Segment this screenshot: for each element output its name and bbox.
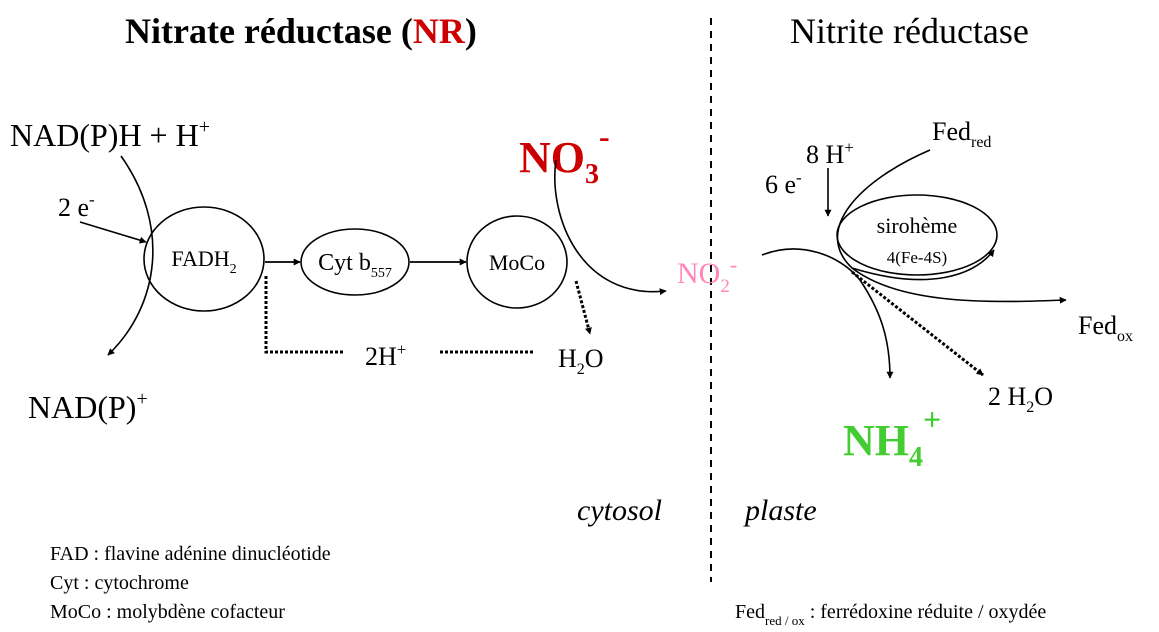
fed-oxidized-label: Fedox: [1078, 311, 1133, 345]
fadh2-label: FADH2: [171, 246, 236, 277]
cyt-b557-label: Cyt b557: [318, 250, 392, 281]
title-nitrite-reductase: Nitrite réductase: [790, 11, 1029, 51]
fed-reduced-label: Fedred: [932, 117, 991, 151]
nitrite-label: NO2-: [677, 252, 737, 297]
water-release-dotted-arrow: [851, 270, 984, 377]
nitrate-reduction-arrow: [554, 159, 667, 296]
cyt-b557-node: [300, 228, 410, 296]
nr-abbreviation: NR: [413, 11, 466, 51]
moco-to-water-dotted-arrow: [574, 280, 592, 335]
sirohem-label: sirohème: [877, 213, 958, 238]
moco-node: [466, 215, 568, 309]
nadph-label: NAD(P)H + H+: [10, 116, 210, 153]
legend-fad: FAD : flavine adénine dinucléotide: [50, 543, 331, 565]
title-nitrate-reductase: Nitrate réductase (NR): [125, 11, 477, 51]
two-electrons-label: 2 e-: [58, 190, 95, 222]
legend-moco: MoCo : molybdène cofacteur: [50, 601, 285, 623]
two-electrons-arrow: [79, 221, 147, 244]
two-water-label: 2 H2O: [988, 382, 1053, 416]
moco-label: MoCo: [489, 250, 545, 275]
ammonium-label: NH4+: [843, 401, 941, 473]
electron-to-sirohem-arrow: [851, 249, 995, 281]
two-protons-label: 2H+: [365, 340, 406, 371]
water-product-label: H2O: [558, 344, 604, 378]
legend-cyt: Cyt : cytochrome: [50, 572, 189, 594]
nitrate-label: NO3-: [519, 118, 610, 190]
nadph-oxidation-arrow: [107, 155, 154, 356]
six-electrons-label: 6 e-: [765, 168, 802, 199]
plaste-label: plaste: [743, 494, 817, 527]
nadp-label: NAD(P)+: [28, 388, 148, 425]
proton-dotted-path-left: [264, 276, 345, 354]
legend-ferredoxin: Fedred / ox : ferrédoxine réduite / oxyd…: [735, 601, 1046, 628]
eight-protons-label: 8 H+: [806, 138, 854, 169]
sirohem-cluster-label: 4(Fe-4S): [887, 248, 947, 267]
cytosol-label: cytosol: [577, 494, 662, 527]
fadh2-node: [143, 206, 265, 312]
